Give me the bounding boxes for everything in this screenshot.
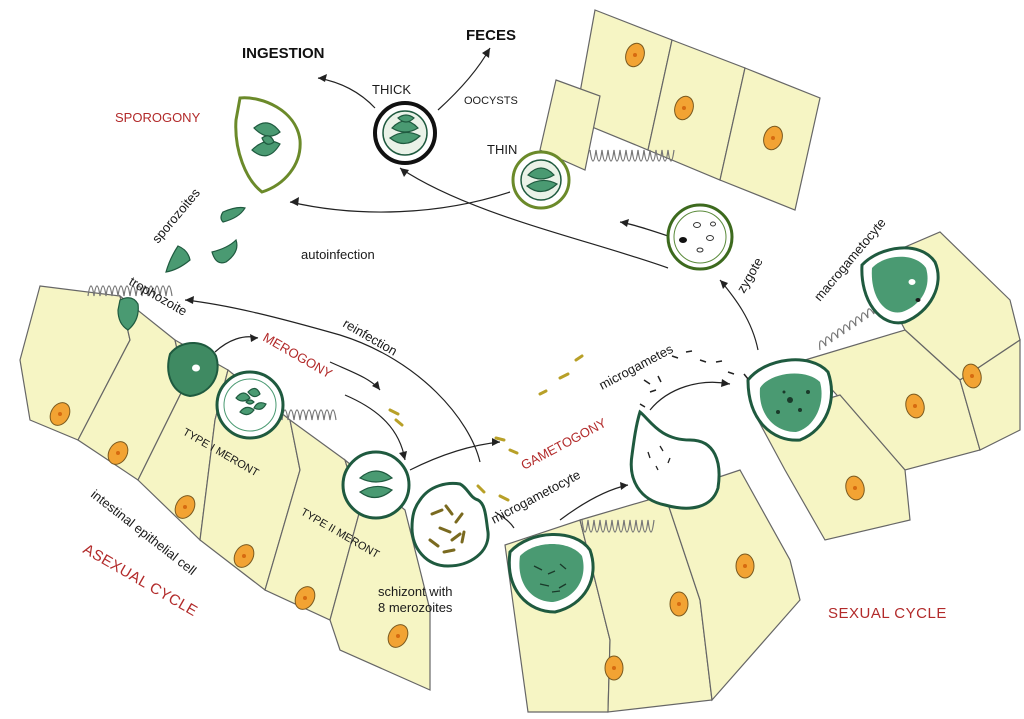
reinfection-label: reinfection	[341, 316, 400, 359]
gametogony-label: GAMETOGONY	[518, 415, 609, 473]
schizont	[412, 483, 488, 566]
thick-label: THICK	[372, 82, 411, 97]
oocysts-label: OOCYSTS	[464, 95, 518, 107]
schizont-label-line2: 8 merozoites	[378, 600, 453, 615]
ingestion-label: INGESTION	[242, 45, 325, 62]
sporogony-oocyst	[236, 98, 300, 192]
schizont-label-line1: schizont with	[378, 584, 452, 599]
thin-oocyst	[513, 152, 569, 208]
type-i-meront	[217, 372, 283, 438]
zygote	[668, 205, 732, 269]
sporogony-label: SPOROGONY	[115, 110, 201, 125]
type-ii-meront	[343, 452, 409, 518]
sporozoites-label: sporozoites	[149, 185, 204, 246]
autoinfection-label: autoinfection	[301, 247, 375, 262]
macrogamete-in-cell	[748, 360, 832, 440]
feces-label: FECES	[466, 27, 516, 44]
microgametes-label: microgametes	[596, 341, 676, 393]
thick-oocyst	[375, 103, 435, 163]
merogony-label: MEROGONY	[261, 330, 336, 382]
thin-label: THIN	[487, 142, 517, 157]
sexual-cycle-label: SEXUAL CYCLE	[828, 605, 947, 622]
ruptured-microgametocyte	[631, 412, 719, 508]
top-right-epithelium	[540, 10, 820, 210]
zygote-label: zygote	[734, 255, 766, 296]
